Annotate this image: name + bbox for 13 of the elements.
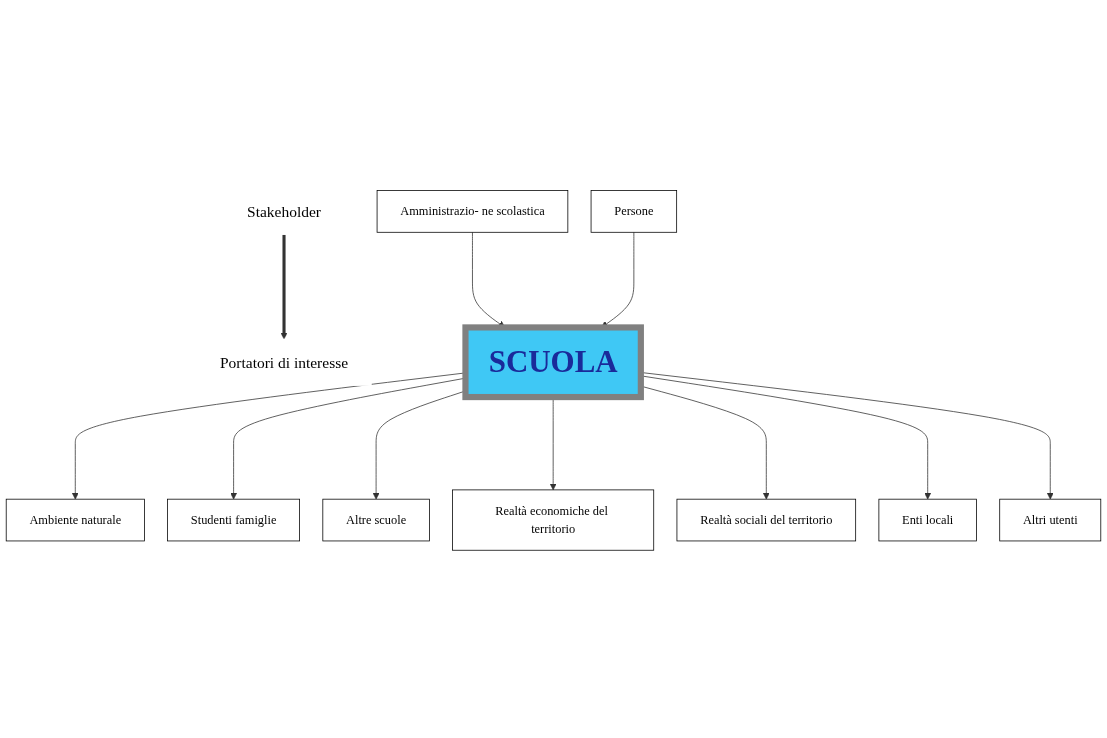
- node-text: Portatori di interesse: [219, 353, 349, 371]
- node-box: Studenti famiglie: [167, 498, 300, 542]
- node-box: Enti locali: [878, 498, 977, 542]
- node-box: Amministrazio- ne scolastica: [376, 189, 569, 233]
- node-box: Altre scuole: [322, 498, 430, 542]
- node-box: Ambiente naturale: [5, 498, 145, 542]
- node-box: Persone: [590, 189, 678, 233]
- node-text: Stakeholder: [247, 202, 321, 220]
- node-box: Realtà sociali del territorio: [676, 498, 857, 542]
- node-box: Altri utenti: [999, 498, 1102, 542]
- node-box: SCUOLA: [462, 324, 644, 400]
- arrow: [280, 234, 288, 340]
- node-box: Realtà economiche del territorio: [452, 489, 655, 551]
